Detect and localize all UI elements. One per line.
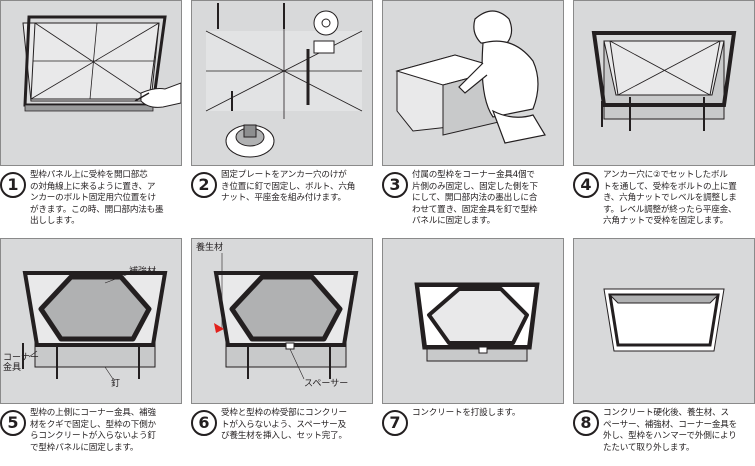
step-5-number: 5 xyxy=(0,410,26,436)
fixing-plate-drawing xyxy=(205,3,363,158)
step-7-illustration xyxy=(382,238,564,404)
step-7-text: コンクリートを打設します。 xyxy=(412,408,521,418)
step-8: 8 コンクリート硬化後、養生材、ス ペーサー、補強材、コーナー金具を 外し、型枠… xyxy=(573,238,755,464)
reinforcement-drawing xyxy=(22,271,168,380)
step-2-illustration xyxy=(191,0,373,166)
step-3-illustration xyxy=(382,0,564,166)
spacer-curing-drawing xyxy=(213,253,359,380)
step-6: 養生材 スペーサー 6 受枠と型枠の枠受部にコンクリー トが入らないよう、スペー… xyxy=(191,238,373,464)
corner-fitting-label: コーナー 金具 xyxy=(3,353,40,373)
step-5: 補強材 コーナー 金具 釘 5 型枠の上側にコーナー金具、補強 材をクギで固定し… xyxy=(0,238,182,464)
step-2-number: 2 xyxy=(191,172,217,198)
nail-label: 釘 xyxy=(111,379,121,389)
step-2: 2 固定プレートをアンカー穴のけが き位置に釘で固定し、ボルト、六角 ナット、平… xyxy=(191,0,373,226)
step-3: 3 付属の型枠をコーナー金具4個で 片側のみ固定し、固定した側を下 にして、開口… xyxy=(382,0,564,226)
step-1-illustration xyxy=(0,0,182,166)
step-4-illustration xyxy=(573,0,755,166)
concrete-pouring-drawing xyxy=(414,282,540,362)
step-8-illustration xyxy=(573,238,755,404)
frame-marking-drawing xyxy=(22,15,181,112)
step-3-number: 3 xyxy=(382,172,408,198)
step-7-number: 7 xyxy=(382,410,408,436)
formwork-removed-drawing xyxy=(603,288,725,352)
step-8-number: 8 xyxy=(573,410,599,436)
step-2-text: 固定プレートをアンカー穴のけが き位置に釘で固定し、ボルト、六角 ナット、平座金… xyxy=(221,170,356,204)
step-1: 1 型枠パネル上に受枠を開口部芯 の対角線上に来るように置き、ア ンカーのボルト… xyxy=(0,0,182,226)
step-3-text: 付属の型枠をコーナー金具4個で 片側のみ固定し、固定した側を下 にして、開口部内… xyxy=(412,170,538,227)
step-7: 7 コンクリートを打設します。 xyxy=(382,238,564,464)
step-4-number: 4 xyxy=(573,172,599,198)
step-5-illustration: 補強材 コーナー 金具 釘 xyxy=(0,238,182,404)
step-1-text: 型枠パネル上に受枠を開口部芯 の対角線上に来るように置き、ア ンカーのボルト固定… xyxy=(30,170,164,227)
reinforcement-label: 補強材 xyxy=(129,267,157,277)
step-1-number: 1 xyxy=(0,172,26,198)
worker-formwork-drawing xyxy=(395,10,546,144)
spacer-label: スペーサー xyxy=(304,379,349,389)
step-8-text: コンクリート硬化後、養生材、ス ペーサー、補強材、コーナー金具を 外し、型枠をハ… xyxy=(603,408,738,453)
step-6-text: 受枠と型枠の枠受部にコンクリー トが入らないよう、スペーサー及 び養生材を挿入し… xyxy=(221,408,347,442)
step-5-text: 型枠の上側にコーナー金具、補強 材をクギで固定し、型枠の下側か らコンクリートが… xyxy=(30,408,156,453)
step-6-illustration: 養生材 スペーサー xyxy=(191,238,373,404)
step-4-text: アンカー穴に②でセットしたボル トを通して、受枠をボルトの上に置 き、六角ナット… xyxy=(603,170,737,227)
frame-on-bolts-drawing xyxy=(591,31,737,131)
step-4: 4 アンカー穴に②でセットしたボル トを通して、受枠をボルトの上に置 き、六角ナ… xyxy=(573,0,755,226)
curing-material-label: 養生材 xyxy=(196,243,224,253)
step-6-number: 6 xyxy=(191,410,217,436)
